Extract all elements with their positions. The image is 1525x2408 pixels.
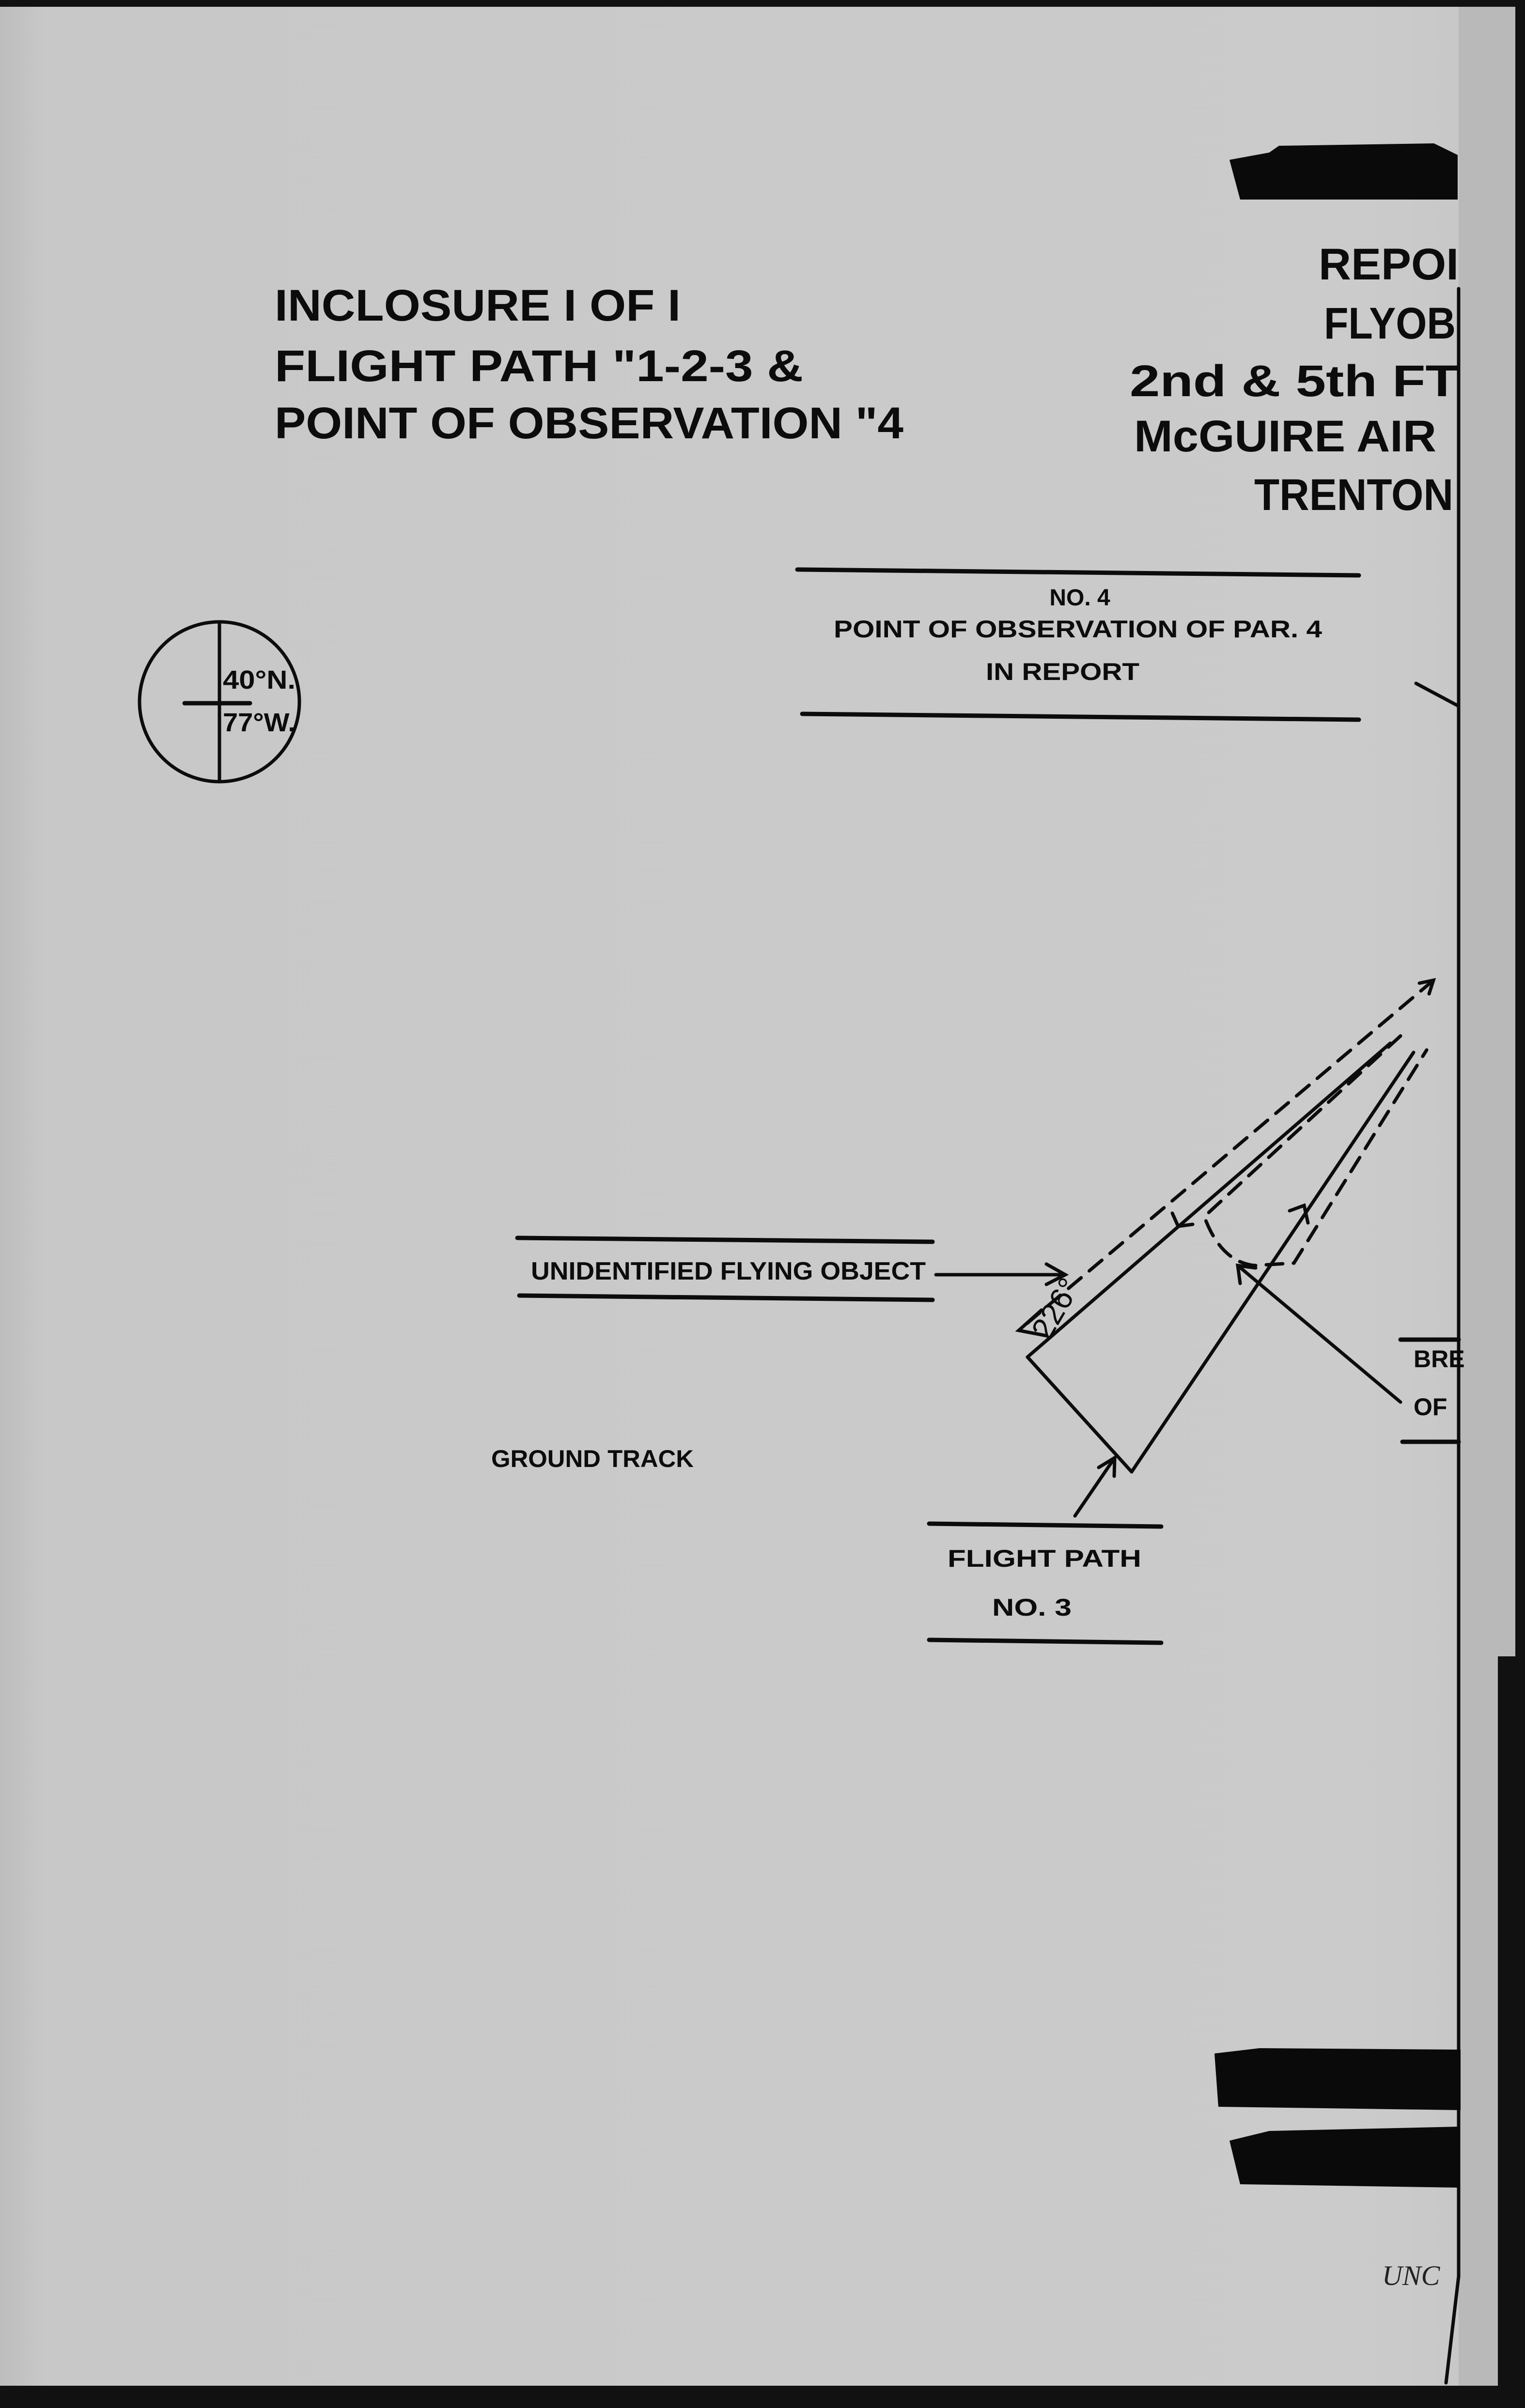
outbound-track-line	[1026, 1041, 1392, 1359]
flight-path-label: FLIGHT PATH NO. 3	[927, 1454, 1164, 1645]
inbound-track-line	[1130, 1050, 1416, 1474]
ufo-track-arrowhead	[1015, 1308, 1048, 1338]
observation-number: NO. 4	[1049, 585, 1110, 611]
header-right-flyobrpt: FLYOB	[1324, 299, 1456, 348]
page-corner-shadow	[1498, 1656, 1525, 2408]
break-label-line1: BRE	[1414, 1345, 1465, 1373]
break-pointer-line	[1236, 1264, 1402, 1404]
break-pointer-arrowhead	[1235, 1263, 1258, 1285]
observation-pointer	[1414, 681, 1461, 708]
redaction-bottom-2	[1229, 2127, 1460, 2188]
longitude-label: 77°W.	[223, 708, 296, 737]
flight-path-pointer	[1073, 1456, 1117, 1518]
ufo-track-arrowhead-top	[1417, 978, 1436, 996]
flight-path-rule-bottom	[927, 1637, 1164, 1645]
classification-stamp: UNC	[1382, 2260, 1441, 2291]
redaction-top	[1229, 143, 1458, 200]
ufo-rule-bottom	[517, 1293, 935, 1302]
title-flight-path: FLIGHT PATH "1-2-3 &	[275, 341, 803, 391]
ground-track-label: GROUND TRACK	[491, 1445, 694, 1472]
break-label: BRE OF	[1398, 1337, 1465, 1444]
header-right-report: REPOI	[1319, 240, 1459, 289]
turn-leg-line	[1026, 1355, 1134, 1474]
flight-path-label-line2: NO. 3	[992, 1594, 1072, 1621]
label-rule-top	[795, 567, 1361, 578]
ufo-turn-dashed	[1202, 1034, 1429, 1267]
title-point-of-observation: POINT OF OBSERVATION "4	[275, 399, 903, 448]
compass-reference: 40°N. 77°W.	[138, 620, 301, 784]
ufo-pointer-arrowhead	[1044, 1262, 1069, 1286]
header-right-squadrons: 2nd & 5th FT	[1130, 356, 1459, 406]
flight-path-pointer-arrowhead	[1097, 1454, 1117, 1478]
right-margin-line-tail	[1444, 2274, 1461, 2385]
label-rule-bottom	[800, 711, 1361, 722]
observation-description: POINT OF OBSERVATION OF PAR. 4	[834, 616, 1322, 643]
title-inclosure: INCLOSURE I OF I	[275, 281, 681, 330]
ufo-label-text: UNIDENTIFIED FLYING OBJECT	[531, 1257, 926, 1285]
paper-page	[0, 7, 1515, 2386]
outbound-direction-arrow	[1170, 1211, 1195, 1228]
ufo-rule-top	[515, 1235, 935, 1244]
ufo-track-dashed	[1017, 978, 1435, 1332]
latitude-label: 40°N.	[223, 665, 296, 695]
observation-in-report: IN REPORT	[986, 658, 1139, 685]
inbound-direction-arrow	[1288, 1203, 1310, 1225]
header-right-base: McGUIRE AIR	[1134, 412, 1436, 461]
break-label-line2: OF	[1414, 1393, 1447, 1420]
header-right-city: TRENTON	[1254, 470, 1453, 520]
observation-point-label: NO. 4 POINT OF OBSERVATION OF PAR. 4 IN …	[795, 567, 1461, 722]
redaction-bottom-1	[1214, 2048, 1461, 2110]
ufo-label: UNIDENTIFIED FLYING OBJECT	[515, 1235, 1069, 1302]
flight-path-label-line1: FLIGHT PATH	[948, 1545, 1141, 1572]
flight-path-rule-top	[927, 1521, 1164, 1529]
